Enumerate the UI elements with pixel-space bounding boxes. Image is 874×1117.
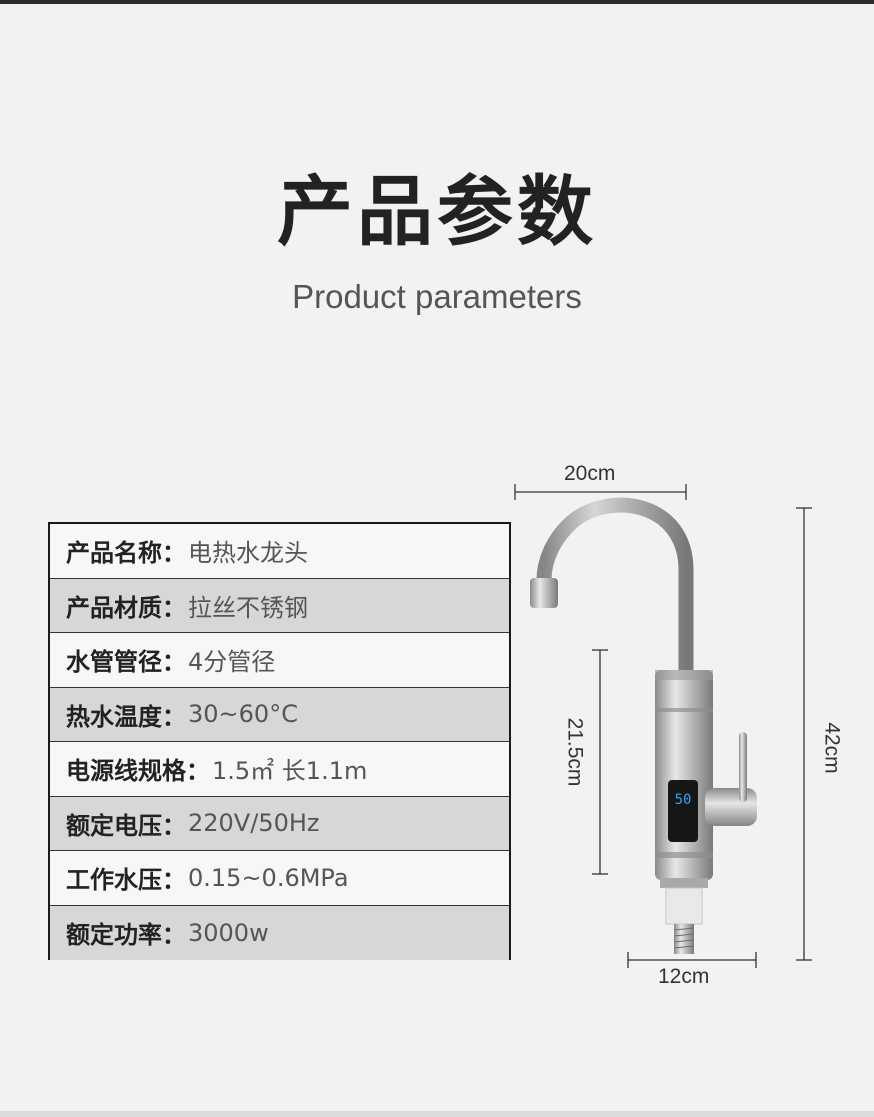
faucet-diagram: 50 20cm 21.5cm 42cm 12cm xyxy=(500,440,874,1000)
temperature-display xyxy=(668,780,698,842)
spec-value: 3000w xyxy=(188,918,269,947)
spec-row: 额定电压： 220V/50Hz xyxy=(50,796,509,851)
spout-tip xyxy=(530,578,558,608)
dimension-label-body-height: 21.5cm xyxy=(563,717,587,787)
handle-joint xyxy=(705,788,757,826)
spec-label: 电源线规格： xyxy=(66,757,210,786)
spec-label: 工作水压： xyxy=(66,866,186,895)
spec-table: 产品名称： 电热水龙头 产品材质： 拉丝不锈钢 水管管径： 4分管径 热水温度：… xyxy=(48,522,511,960)
spec-label: 水管管径： xyxy=(66,648,186,677)
spec-row: 产品名称： 电热水龙头 xyxy=(50,524,509,579)
dimension-bottom xyxy=(627,952,757,968)
dimension-total-height xyxy=(796,507,812,961)
spec-row: 水管管径： 4分管径 xyxy=(50,633,509,688)
spec-value: 电热水龙头 xyxy=(188,539,308,568)
spec-row: 热水温度： 30~60°C xyxy=(50,687,509,742)
top-bar xyxy=(0,0,874,4)
spec-value: 0.15~0.6MPa xyxy=(188,863,349,892)
spout-pipe xyxy=(536,497,694,675)
dimension-top xyxy=(514,484,687,500)
spec-value: 4分管径 xyxy=(188,648,276,677)
lever-handle xyxy=(739,732,747,802)
page-title: 产品参数 xyxy=(277,167,597,256)
spec-row: 额定功率： 3000w xyxy=(50,905,509,960)
spec-value: 30~60°C xyxy=(188,700,298,729)
dimension-label-width-bottom: 12cm xyxy=(658,965,710,988)
base-nut xyxy=(665,887,703,925)
spec-row: 工作水压： 0.15~0.6MPa xyxy=(50,851,509,906)
display-reading: 50 xyxy=(675,792,692,808)
faucet-illustration: 50 xyxy=(514,484,812,968)
spec-label: 产品材质： xyxy=(66,593,186,622)
bottom-strip xyxy=(0,1111,874,1117)
page-subtitle: Product parameters xyxy=(292,278,582,315)
base-ring xyxy=(660,878,708,888)
spec-value: 拉丝不锈钢 xyxy=(188,593,308,622)
spec-label: 额定功率： xyxy=(66,921,186,950)
spec-label: 额定电压： xyxy=(66,811,186,840)
dimension-label-total-height: 42cm xyxy=(820,722,844,774)
spec-value: 220V/50Hz xyxy=(188,809,320,838)
spec-label: 产品名称： xyxy=(66,539,186,568)
spec-label: 热水温度： xyxy=(66,702,186,731)
faucet-body xyxy=(655,670,713,880)
dimension-body-height xyxy=(592,649,608,875)
dimension-label-width-top: 20cm xyxy=(564,462,616,485)
spec-value: 1.5㎡ 长1.1m xyxy=(212,757,368,786)
spec-row: 产品材质： 拉丝不锈钢 xyxy=(50,578,509,633)
spec-row: 电源线规格： 1.5㎡ 长1.1m xyxy=(50,742,509,797)
